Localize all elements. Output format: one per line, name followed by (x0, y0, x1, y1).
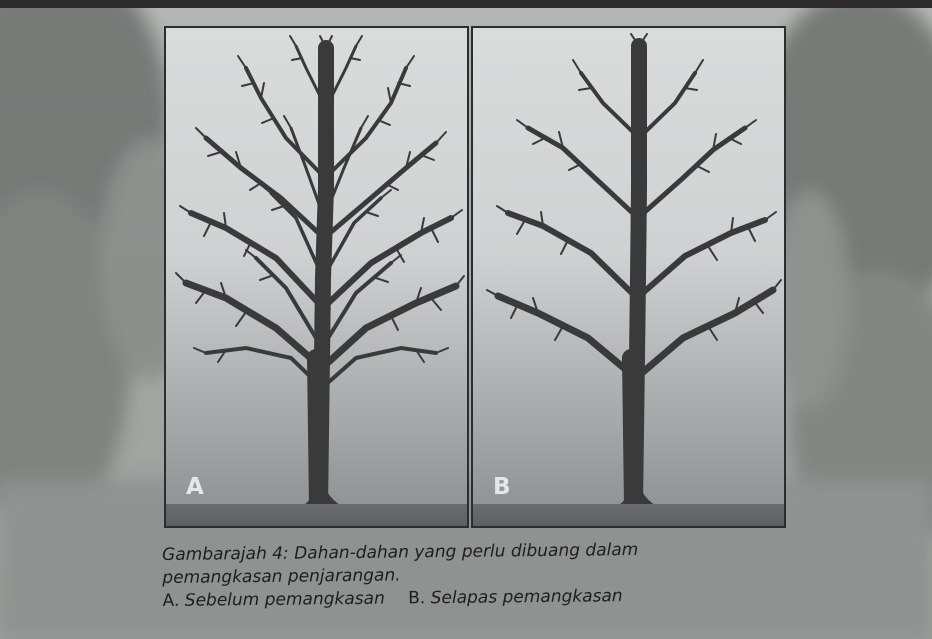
tree-before-illustration (166, 28, 469, 528)
ground (166, 504, 467, 526)
tree-panel-before: A (164, 26, 469, 528)
legend-text-a: Sebelum pemangkasan (185, 589, 385, 611)
tree-after-illustration (473, 28, 786, 528)
figure-caption: Gambarajah 4: Dahan-dahan yang perlu dib… (162, 537, 803, 613)
legend-text-b: Selapas pemangkasan (431, 586, 623, 608)
panel-label-b: B (493, 474, 511, 500)
legend-key-a: A. (162, 591, 179, 611)
tree-panel-after: B (471, 26, 786, 528)
ground (473, 504, 784, 526)
legend-key-b: B. (408, 588, 425, 608)
panel-label-a: A (186, 474, 204, 500)
